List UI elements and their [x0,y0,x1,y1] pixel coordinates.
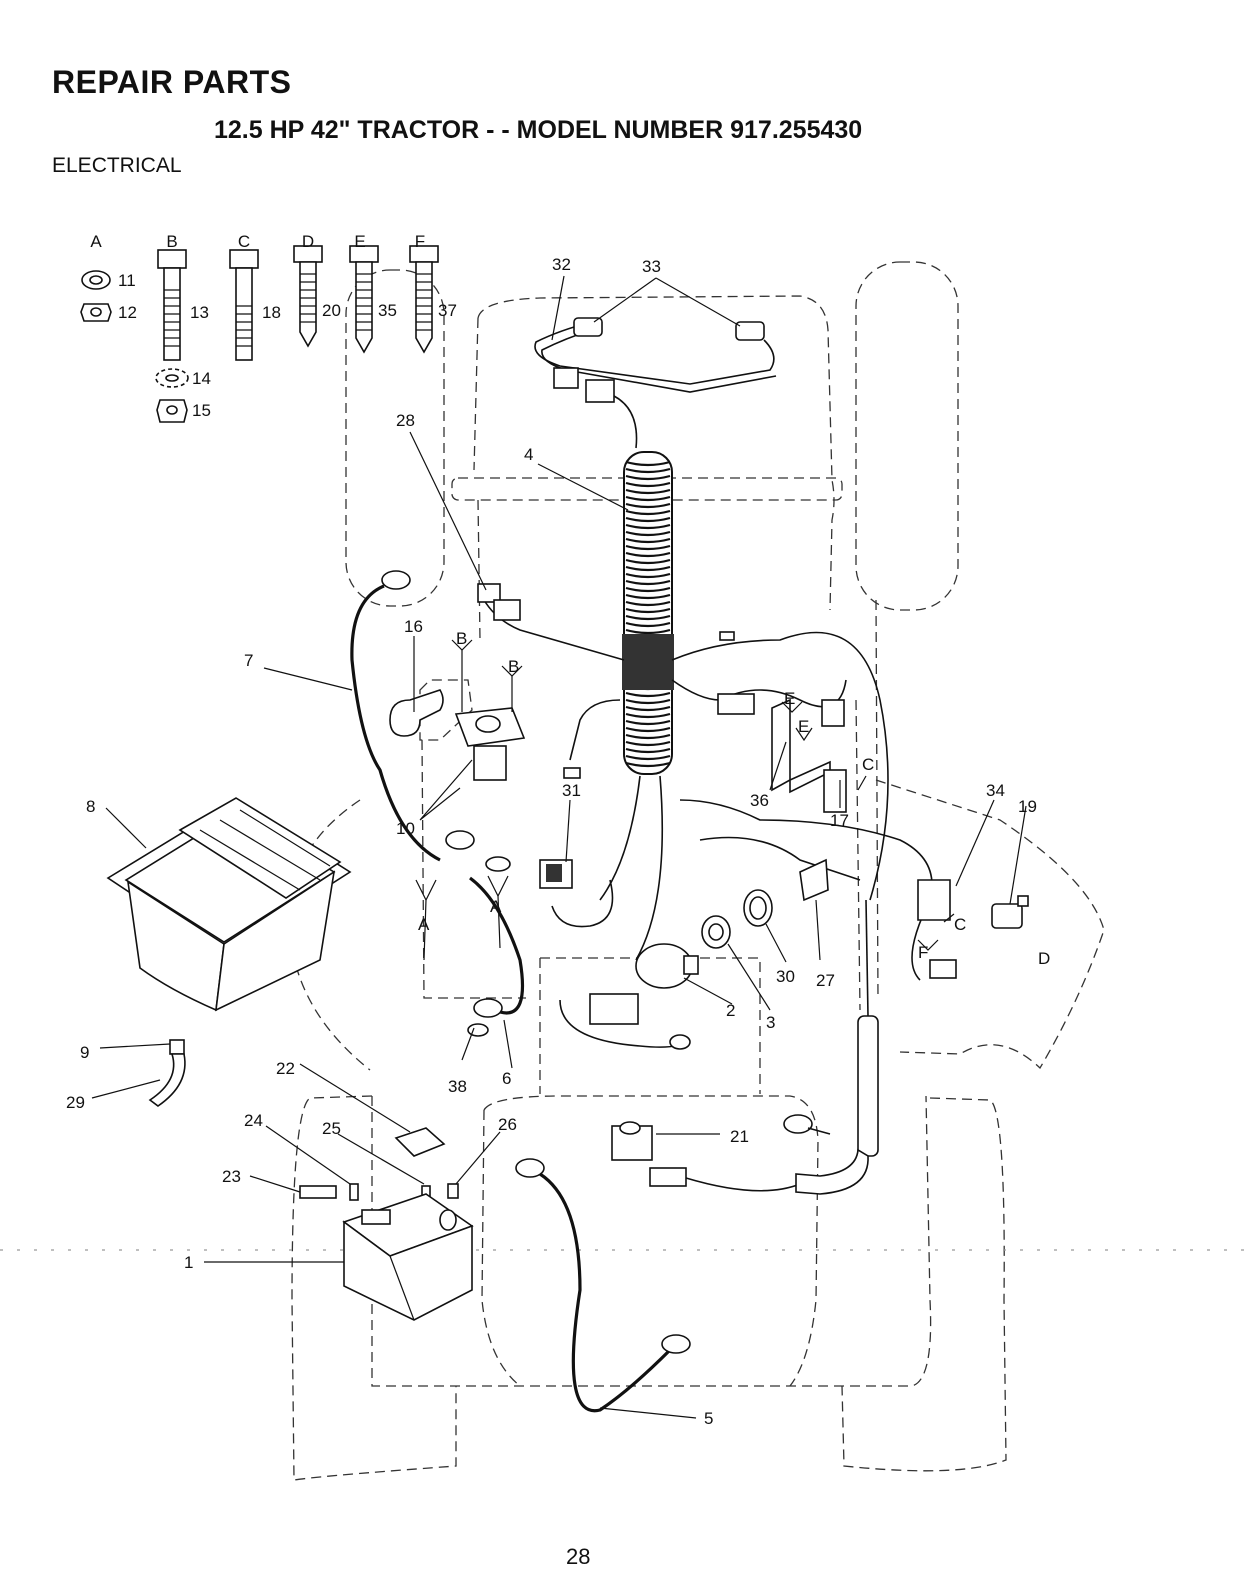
ref-f-1: F [918,943,928,962]
hw-37: 37 [438,301,457,320]
callout-36: 36 [750,791,769,810]
callout-34: 34 [986,781,1005,800]
cable-6 [470,857,523,1017]
connector-28 [478,584,520,620]
hw-14: 14 [192,369,211,388]
ref-a-2: A [490,897,502,916]
callout-16: 16 [404,617,423,636]
ignition-switch-2 [560,944,698,1049]
coiled-harness-right [796,900,878,1194]
hw-15: 15 [192,401,211,420]
callout-4: 4 [524,445,533,464]
screw-20-icon [294,246,322,346]
ref-e-2: E [798,717,809,736]
switch-31 [540,860,613,927]
hw-11: 11 [118,271,136,290]
callout-9: 9 [80,1043,89,1062]
col-a: A [90,232,102,251]
callout-31: 31 [562,781,581,800]
hardware-labels: A B C D E F 11 12 13 14 15 18 20 35 37 [90,232,457,420]
hw-12: 12 [118,303,137,322]
callout-7: 7 [244,651,253,670]
ref-c-2: C [954,915,966,934]
terminal-boot-16 [390,690,443,736]
bolt-13-icon [158,250,186,360]
callout-2: 2 [726,1001,735,1020]
callout-26: 26 [498,1115,517,1134]
ref-b-1: B [456,629,467,648]
callout-5: 5 [704,1409,713,1428]
ref-c-1: C [862,755,874,774]
ref-d-1: D [1038,949,1050,968]
callout-27: 27 [816,971,835,990]
washer-11-icon [82,271,110,289]
callout-6: 6 [502,1069,511,1088]
callout-3: 3 [766,1013,775,1032]
callout-28: 28 [396,411,415,430]
main-wire-harness-4 [484,452,932,980]
battery-cable-5 [516,1159,690,1411]
col-f: F [415,232,425,251]
callout-38: 38 [448,1077,467,1096]
callout-22: 22 [276,1059,295,1078]
callout-32: 32 [552,255,571,274]
lock-nut-15-icon [157,400,187,422]
bracket-34 [918,880,950,920]
ref-e-1: E [784,689,795,708]
bolt-18-icon [230,250,258,360]
ref-a-1: A [418,915,430,934]
star-washer-38 [468,1024,488,1036]
col-e: E [354,232,365,251]
battery-hardware-23-26 [300,1184,458,1200]
lock-washer-14-icon [156,369,188,387]
col-d: D [302,232,314,251]
callout-25: 25 [322,1119,341,1138]
callout-17: 17 [830,811,849,830]
nut-12-icon [81,304,111,321]
letter-references: B B A A E E C C F D [418,629,1050,968]
drain-tube-9-29 [150,1040,185,1106]
callout-33: 33 [642,257,661,276]
callout-23: 23 [222,1167,241,1186]
bushing-30 [744,890,772,926]
callout-1: 1 [184,1253,193,1272]
nut-3 [702,916,730,948]
screw-37-icon [410,246,438,352]
callout-24: 24 [244,1111,263,1130]
callout-29: 29 [66,1093,85,1112]
battery-1 [344,1194,472,1320]
callout-30: 30 [776,967,795,986]
page-number: 28 [566,1544,590,1570]
callout-21: 21 [730,1127,749,1146]
hw-35: 35 [378,301,397,320]
hw-13: 13 [190,303,209,322]
hw-18: 18 [262,303,281,322]
ref-b-2: B [508,657,519,676]
col-c: C [238,232,250,251]
battery-box-8 [108,798,350,1010]
col-b: B [166,232,177,251]
relay-17 [822,700,846,812]
module-27 [800,860,828,900]
callout-8: 8 [86,797,95,816]
battery-cover-22 [396,1128,444,1156]
headlight-harness-32 [535,318,776,448]
hw-20: 20 [322,301,341,320]
callout-19: 19 [1018,797,1037,816]
screw-35-icon [350,246,378,352]
callout-10: 10 [396,819,415,838]
